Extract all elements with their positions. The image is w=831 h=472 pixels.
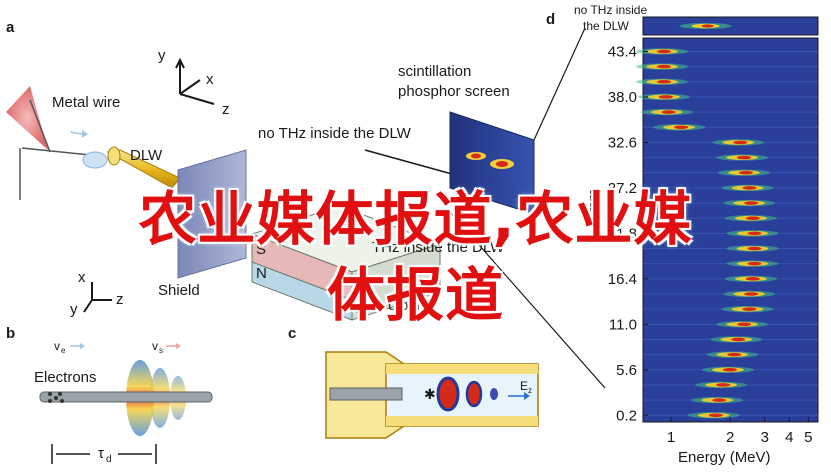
y-tick-label: 0.2 bbox=[616, 407, 637, 424]
tau-sub: d bbox=[106, 454, 112, 465]
ridge-peak bbox=[742, 186, 757, 190]
y-tick-label: 27.2 bbox=[608, 180, 637, 197]
y-tick-label: 5.6 bbox=[616, 362, 637, 379]
no-thz-pointer bbox=[364, 149, 453, 175]
magnet-s-label: S bbox=[256, 241, 266, 258]
ve-arrow-icon: v e bbox=[54, 339, 85, 355]
axis-bottom-y-label: y bbox=[70, 301, 78, 318]
heatmap-xlabel: Energy (MeV) bbox=[678, 449, 771, 466]
tau-d-marker bbox=[51, 444, 157, 464]
vs-arrow-icon: v s bbox=[152, 339, 181, 355]
axis-top-y-label: y bbox=[158, 47, 166, 64]
top-caption-2: the DLW bbox=[583, 19, 629, 33]
x-tick-label: 1 bbox=[667, 429, 675, 446]
y-tick-label: 11.0 bbox=[609, 316, 637, 333]
ridge-peak bbox=[747, 261, 762, 266]
ridge-peak bbox=[745, 216, 760, 221]
ridge-peak bbox=[727, 352, 742, 357]
ridge-peak bbox=[657, 64, 672, 69]
shield-plate bbox=[177, 149, 247, 279]
dlw-cross-section-icon: ✱ bbox=[325, 351, 539, 439]
heatmap-ylabel: mm bbox=[585, 189, 602, 214]
electron-beam-icon bbox=[39, 360, 213, 436]
ez-sub: z bbox=[528, 386, 532, 395]
no-thz-label: no THz inside the DLW bbox=[258, 125, 412, 142]
x-tick-label: 2 bbox=[726, 429, 734, 446]
y-tick-label: 32.6 bbox=[608, 134, 637, 151]
top-caption-1: no THz inside bbox=[574, 3, 647, 17]
zoom-connector-top bbox=[533, 27, 586, 141]
vs-label: v bbox=[152, 339, 158, 353]
zoom-connector-bottom bbox=[449, 211, 606, 389]
ridge-peak bbox=[747, 246, 762, 251]
heatmap-layer bbox=[636, 23, 818, 419]
reference-peak bbox=[701, 24, 714, 28]
panel-a-label: a bbox=[6, 19, 15, 36]
ridge-peak bbox=[712, 398, 727, 402]
ridge-peak bbox=[708, 413, 723, 418]
ridge-peak bbox=[723, 367, 738, 372]
thz-inside-label: THz inside the DLW bbox=[372, 239, 505, 256]
ridge-peak bbox=[744, 292, 759, 296]
dlw-label: DLW bbox=[130, 147, 163, 164]
y-tick-label: 43.4 bbox=[608, 43, 637, 60]
scintillation-label: scintillation bbox=[398, 63, 471, 80]
x-tick-label: 5 bbox=[804, 429, 812, 446]
ridge-peak bbox=[731, 337, 746, 342]
beamline-icon bbox=[19, 130, 108, 200]
metal-wire-label: Metal wire bbox=[52, 94, 120, 111]
ridge-peak bbox=[661, 110, 676, 114]
axis-bottom-x-label: x bbox=[78, 269, 86, 286]
magnet-dipole-label: Magnet dipole bbox=[334, 297, 428, 314]
axis-bottom-z-label: z bbox=[116, 291, 124, 308]
ridge-peak bbox=[747, 231, 762, 236]
shield-label: Shield bbox=[158, 282, 200, 299]
ridge-peak bbox=[745, 277, 760, 281]
ridge-peak bbox=[737, 155, 752, 160]
ez-label: E bbox=[520, 379, 528, 393]
axes-top-icon bbox=[175, 57, 215, 105]
y-tick-label: 38.0 bbox=[608, 89, 637, 106]
panel-c-label: c bbox=[288, 325, 296, 342]
electrons-label: Electrons bbox=[34, 369, 97, 386]
panel-d-label: d bbox=[546, 11, 555, 28]
phosphor-label: phosphor screen bbox=[398, 83, 510, 100]
magnet-dipole-icon bbox=[250, 205, 442, 321]
axes-bottom-icon bbox=[83, 282, 112, 313]
metal-wire-icon bbox=[6, 86, 51, 153]
ridge-peak bbox=[716, 383, 731, 387]
ridge-peak bbox=[744, 201, 759, 205]
ridge-peak bbox=[737, 322, 752, 327]
heatmap-frame bbox=[642, 37, 819, 423]
panel-b-label: b bbox=[6, 325, 15, 342]
vs-sub: s bbox=[159, 346, 163, 355]
y-tick-label: 16.4 bbox=[608, 271, 637, 288]
ve-sub: e bbox=[61, 346, 66, 355]
ridge-peak bbox=[674, 125, 689, 130]
phosphor-screen-icon bbox=[449, 111, 535, 215]
y-tick-label: 21.8 bbox=[608, 225, 637, 242]
ridge-peak bbox=[738, 170, 753, 175]
x-tick-label: 3 bbox=[761, 429, 769, 446]
ridge-peak bbox=[733, 140, 748, 145]
magnet-n-label: N bbox=[256, 265, 267, 282]
svg-text:✱: ✱ bbox=[424, 386, 436, 402]
ridge-peak bbox=[657, 49, 672, 54]
tau-label: τ bbox=[98, 445, 104, 462]
axis-top-z-label: z bbox=[222, 101, 230, 118]
ridge-peak bbox=[658, 95, 673, 99]
ridge-peak bbox=[742, 307, 757, 311]
ridge-peak bbox=[657, 79, 672, 84]
ve-label: v bbox=[54, 339, 60, 353]
axis-top-x-label: x bbox=[206, 71, 214, 88]
x-tick-label: 4 bbox=[785, 429, 793, 446]
